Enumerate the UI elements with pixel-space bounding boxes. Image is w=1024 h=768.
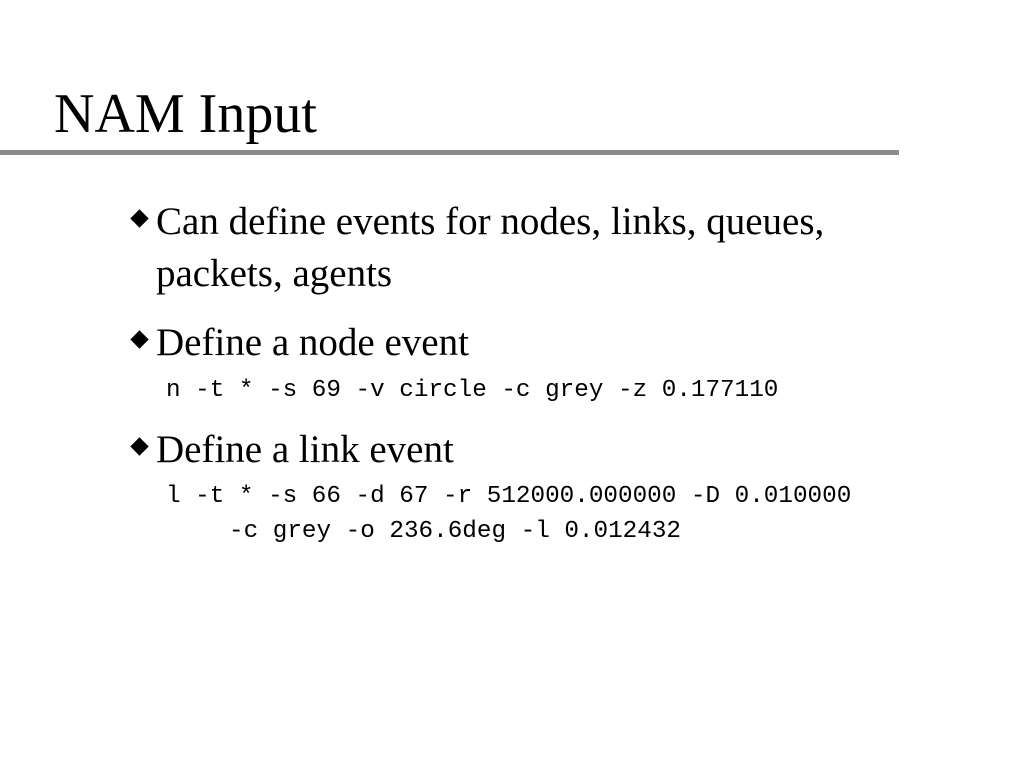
bullet-item-link-event: Define a link event (130, 424, 454, 476)
link-event-code-line-2: -c grey -o 236.6deg -l 0.012432 (229, 518, 681, 545)
page-title: NAM Input (54, 83, 317, 145)
bullet-text-line: Can define events for nodes, links, queu… (156, 200, 825, 243)
bullet-text: Can define events for nodes, links, queu… (156, 196, 824, 300)
node-event-code: n -t * -s 69 -v circle -c grey -z 0.1771… (166, 377, 779, 404)
diamond-bullet-icon (130, 196, 156, 248)
bullet-item-events: Can define events for nodes, links, queu… (130, 196, 824, 300)
diamond-bullet-icon (130, 317, 156, 369)
link-event-code-line-1: l -t * -s 66 -d 67 -r 512000.000000 -D 0… (166, 483, 852, 510)
diamond-bullet-icon (130, 424, 156, 476)
bullet-item-node-event: Define a node event (130, 317, 469, 369)
title-divider (0, 150, 899, 155)
bullet-text: Define a link event (156, 428, 454, 471)
bullet-text: Define a node event (156, 321, 469, 364)
bullet-text-line: packets, agents (156, 252, 393, 295)
